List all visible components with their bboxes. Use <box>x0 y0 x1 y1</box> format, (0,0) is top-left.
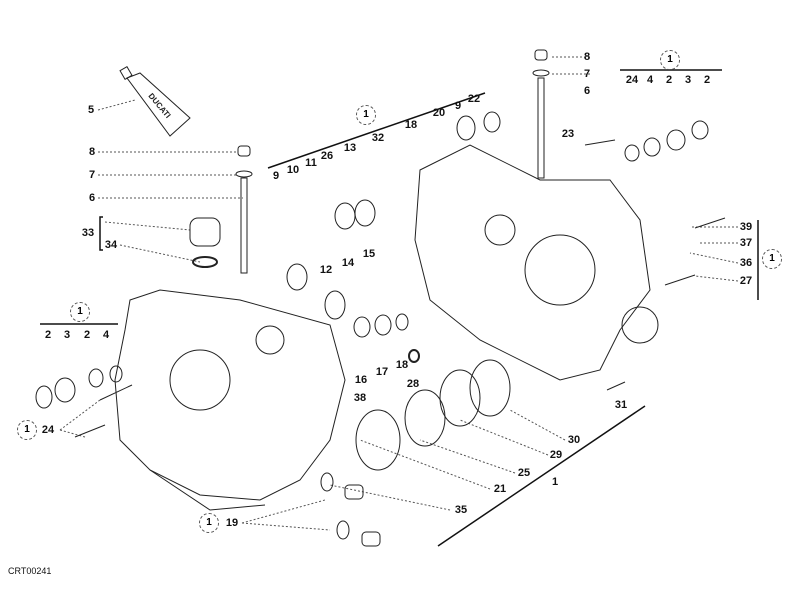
part-callout: 17 <box>375 366 389 378</box>
part-callout: 34 <box>104 239 118 251</box>
part-callout: 12 <box>319 264 333 276</box>
group-brackets <box>40 69 759 547</box>
part-callout: 5 <box>87 104 95 116</box>
part-callout: 25 <box>517 467 531 479</box>
part-callout: 28 <box>406 378 420 390</box>
part-callout: 35 <box>454 504 468 516</box>
part-callout: 26 <box>320 150 334 162</box>
part-callout: 8 <box>583 51 591 63</box>
part-callout: 18 <box>395 359 409 371</box>
part-callout: 30 <box>567 434 581 446</box>
part-callout: 3 <box>684 74 692 86</box>
left-crankcase-half <box>114 289 346 501</box>
part-callout: 33 <box>81 227 95 239</box>
group-reference-circle: 1 <box>356 105 376 125</box>
part-callout: 36 <box>739 257 753 269</box>
part-callout: 7 <box>583 68 591 80</box>
part-callout: 10 <box>286 164 300 176</box>
part-callout: 4 <box>646 74 654 86</box>
part-callout: 9 <box>454 100 462 112</box>
part-callout: 2 <box>703 74 711 86</box>
part-callout: 6 <box>88 192 96 204</box>
part-callout: 27 <box>739 275 753 287</box>
part-callout: 6 <box>583 85 591 97</box>
part-callout: 21 <box>493 483 507 495</box>
part-callout: 11 <box>305 157 317 169</box>
part-callout: 23 <box>561 128 575 140</box>
diagram-code: CRT00241 <box>8 566 52 576</box>
part-callout: 9 <box>272 170 280 182</box>
part-callout: 7 <box>88 169 96 181</box>
group-reference-circle: 1 <box>660 50 680 70</box>
tube-logo: DUCATI <box>146 92 172 120</box>
part-callout: 14 <box>341 257 355 269</box>
part-callout: 20 <box>432 107 446 119</box>
part-callout: 16 <box>354 374 368 386</box>
part-callout: 24 <box>41 424 55 436</box>
part-callout: 29 <box>549 449 563 461</box>
leader-lines <box>59 56 739 531</box>
group-reference-circle: 1 <box>762 249 782 269</box>
bearings-and-rings <box>35 111 726 547</box>
part-callout: 22 <box>467 93 481 105</box>
part-callout: 19 <box>225 517 239 529</box>
part-callout: 2 <box>44 329 52 341</box>
group-reference-circle: 1 <box>199 513 219 533</box>
part-callout: 31 <box>614 399 628 411</box>
part-callout: 32 <box>371 132 385 144</box>
part-callout: 37 <box>739 237 753 249</box>
part-callout: 2 <box>83 329 91 341</box>
stud-bolts <box>235 49 550 274</box>
right-crankcase-half <box>414 144 651 381</box>
part-callout: 39 <box>739 221 753 233</box>
part-callout: 3 <box>63 329 71 341</box>
part-callout: 1 <box>551 476 559 488</box>
part-callout: 2 <box>665 74 673 86</box>
part-callout: 38 <box>353 392 367 404</box>
group-reference-circle: 1 <box>17 420 37 440</box>
part-callout: 13 <box>343 142 357 154</box>
part-callout: 18 <box>404 119 418 131</box>
group-reference-circle: 1 <box>70 302 90 322</box>
part-callout: 8 <box>88 146 96 158</box>
part-callout: 24 <box>625 74 639 86</box>
part-callout: 15 <box>362 248 376 260</box>
part-callout: 4 <box>102 329 110 341</box>
breather-part <box>189 217 221 268</box>
